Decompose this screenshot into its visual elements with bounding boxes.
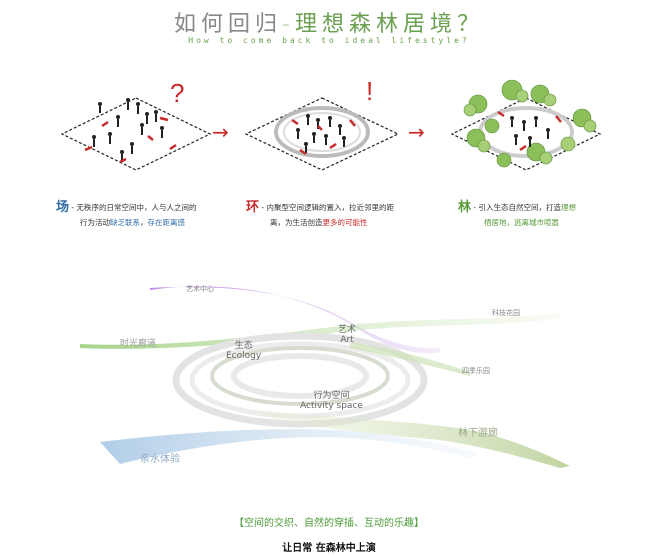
- caption-3-line1-plain: 引入生态自然空间，打造: [478, 203, 562, 212]
- ribbon-light-corridor: [80, 312, 560, 349]
- caption-3: 林 - 引入生态自然空间，打造理想 栖居地，逃离城市喧嚣: [458, 200, 634, 230]
- caption-1-sep: ，: [140, 218, 148, 227]
- caption-1-highlight-1: 缺乏联系: [110, 218, 140, 227]
- caption-2-dash: -: [261, 203, 265, 212]
- label-activity-en: Activity space: [300, 401, 363, 411]
- people-group-3: [510, 116, 550, 147]
- page-subtitle: How to come back to ideal lifestyle?: [188, 36, 470, 45]
- label-ecology-cn: 生态: [234, 341, 253, 351]
- caption-2-key: 环: [246, 200, 260, 215]
- label-activity-cn: 行为空间: [313, 391, 350, 401]
- caption-3-key: 林: [458, 200, 472, 215]
- label-ecology-en: Ecology: [226, 351, 262, 361]
- caption-1-line1: 无秩序的日常空间中，人与人之间的: [76, 203, 197, 212]
- plane-2: [244, 97, 400, 171]
- label-activity: 行为空间 Activity space: [300, 388, 363, 411]
- ribbon-art-center: [150, 286, 440, 354]
- red-marks-2: [291, 118, 356, 156]
- red-marks-3: [497, 110, 562, 152]
- stage-diagrams: ? → ! →: [60, 76, 602, 171]
- arrow-2: →: [408, 120, 425, 144]
- caption-3-highlight-1: 理想: [561, 203, 577, 212]
- label-art-en: Art: [340, 335, 354, 345]
- caption-2-line1: 内聚型空间逻辑的置入，拉近邻里的距: [266, 203, 395, 212]
- arrow-1: →: [212, 120, 229, 144]
- title-part1: 如何回归: [174, 12, 283, 37]
- label-science-garden: 科技花园: [492, 309, 520, 317]
- caption-3-dash: -: [473, 203, 477, 212]
- caption-1-key: 场: [56, 200, 70, 215]
- flow-diagram: [80, 286, 570, 468]
- caption-1-highlight-2: 存在距离感: [147, 218, 186, 227]
- label-ecology: 生态 Ecology: [226, 338, 261, 361]
- label-art: 艺术 Art: [338, 322, 356, 345]
- plane-1: [60, 97, 212, 171]
- stage-3-diagram: [450, 79, 602, 171]
- caption-2: 环 - 内聚型空间逻辑的置入，拉近邻里的距 离，为生活创造更多的可能性: [246, 200, 422, 230]
- footer-line-2: 让日常 在森林中上演: [282, 543, 376, 554]
- caption-1: 场 - 无秩序的日常空间中，人与人之间的 行为活动缺乏联系，存在距离感: [56, 200, 226, 230]
- label-four-season: 四季乐园: [462, 367, 490, 375]
- stage-2-diagram: !: [244, 76, 400, 171]
- ring-outer: [274, 106, 370, 158]
- caption-1-dash: -: [71, 203, 75, 212]
- title-part2: 理想森林居境？: [294, 12, 484, 37]
- ring-inner: [283, 112, 361, 152]
- caption-3-highlight-2: 栖居地，逃离城市喧嚣: [484, 218, 559, 227]
- exclamation-mark: !: [366, 76, 373, 106]
- label-art-center: 艺术中心: [186, 285, 214, 293]
- label-light-corridor: 时光廊道: [120, 339, 157, 349]
- caption-2-highlight: 更多的可能性: [322, 218, 368, 227]
- ribbon-four-season: [350, 342, 470, 376]
- question-mark: ?: [170, 78, 184, 108]
- label-water: 亲水体验: [140, 454, 180, 465]
- page-title: 如何回归-理想森林居境？: [0, 6, 658, 38]
- label-art-cn: 艺术: [338, 325, 357, 335]
- title-dash: -: [282, 12, 295, 37]
- ribbon-water: [100, 429, 480, 464]
- people-group-2: [296, 114, 346, 153]
- ribbon-forest-walk: [260, 410, 570, 468]
- caption-2-line2-plain: 离，为生活创造: [270, 218, 323, 227]
- stage-1-diagram: ?: [60, 78, 212, 171]
- footer-line-1: 【空间的交织、自然的穿插、互动的乐趣】: [234, 518, 424, 529]
- trees: [463, 79, 597, 168]
- caption-1-line2-plain: 行为活动: [80, 218, 110, 227]
- red-marks-1: [84, 116, 177, 164]
- label-forest-walk: 林下游廊: [458, 428, 498, 439]
- people-group-1: [92, 98, 164, 162]
